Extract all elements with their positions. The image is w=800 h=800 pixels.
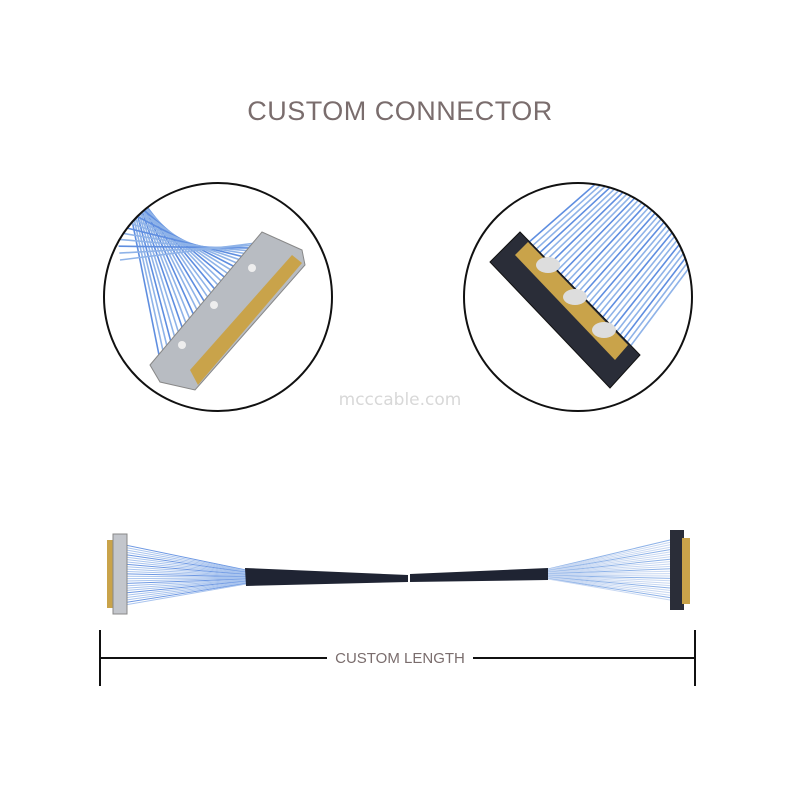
left-connector-detail: [103, 182, 333, 412]
wire: [547, 576, 671, 591]
watermark: mcccable.com: [338, 390, 462, 410]
wire: [567, 208, 654, 304]
wire: [536, 189, 620, 270]
wire: [547, 553, 671, 572]
wire: [547, 549, 671, 572]
wire: [116, 224, 260, 262]
wire: [591, 222, 681, 331]
wire: [124, 563, 247, 575]
cable-assembly: [107, 530, 690, 615]
wire: [124, 549, 247, 572]
wire: [124, 583, 247, 606]
wire: [104, 183, 190, 332]
wire: [547, 561, 671, 574]
wire: [547, 565, 671, 574]
wire: [124, 580, 247, 592]
wire: [547, 563, 671, 574]
wire: [105, 183, 198, 324]
wire: [104, 183, 194, 328]
wire: [619, 239, 692, 361]
wire: [124, 558, 247, 574]
wire: [124, 579, 247, 589]
wire: [519, 183, 601, 251]
wire: [571, 210, 658, 308]
wire: [124, 582, 247, 601]
wire: [124, 577, 247, 582]
wire: [124, 568, 247, 577]
wire: [118, 245, 272, 250]
wire: [578, 214, 666, 316]
wire: [550, 198, 635, 285]
wire: [557, 202, 643, 293]
wire: [588, 220, 677, 327]
wire: [553, 200, 639, 289]
wire: [124, 561, 247, 575]
wire: [547, 573, 671, 576]
wire: [547, 568, 671, 575]
wire: [124, 544, 247, 571]
wire: [124, 578, 247, 584]
wire: [124, 573, 247, 578]
wire: [547, 195, 631, 281]
wire: [598, 227, 688, 338]
wire: [564, 206, 650, 300]
wire: [124, 579, 247, 587]
wire: [104, 183, 186, 336]
wire: [547, 574, 671, 577]
wire: [547, 558, 671, 573]
wire: [124, 554, 247, 573]
wire: [547, 556, 671, 573]
wire: [124, 581, 247, 599]
wire: [547, 539, 671, 570]
wire: [547, 570, 671, 575]
wire: [124, 551, 247, 573]
wire: [547, 544, 671, 571]
wire: [106, 183, 207, 315]
wire: [602, 229, 692, 342]
wire: [124, 570, 247, 577]
wire: [584, 218, 673, 323]
wire: [547, 577, 671, 594]
wire: [574, 212, 662, 312]
dimension-label: CUSTOM LENGTH: [327, 650, 473, 667]
wire: [547, 575, 671, 584]
wire: [106, 183, 203, 319]
wire: [124, 566, 247, 576]
wire: [529, 185, 612, 262]
wire: [547, 577, 671, 596]
wire: [547, 551, 671, 572]
wire: [522, 183, 605, 255]
wire: [124, 556, 247, 574]
wire: [124, 577, 247, 580]
wire: [104, 183, 182, 340]
page-title: CUSTOM CONNECTOR: [247, 96, 553, 126]
wire: [119, 243, 276, 254]
right-connector-detail: [463, 182, 693, 412]
wire: [526, 183, 609, 259]
wire: [547, 578, 671, 599]
wire: [124, 582, 247, 604]
wire: [117, 231, 264, 258]
wire: [547, 578, 671, 601]
wire: [124, 546, 247, 572]
wire: [581, 216, 669, 319]
wire: [124, 580, 247, 594]
wire: [547, 576, 671, 587]
wire: [547, 576, 671, 589]
wire: [605, 231, 692, 346]
wire: [547, 575, 671, 582]
wire: [124, 575, 247, 578]
wire: [547, 541, 671, 570]
wire: [547, 574, 671, 579]
wire: [595, 225, 685, 334]
wire: [560, 204, 647, 297]
wire: [547, 546, 671, 571]
wire: [533, 187, 616, 266]
dimension-label-wrap: CUSTOM LENGTH: [0, 650, 800, 667]
wire: [117, 238, 268, 254]
wire: [124, 581, 247, 596]
